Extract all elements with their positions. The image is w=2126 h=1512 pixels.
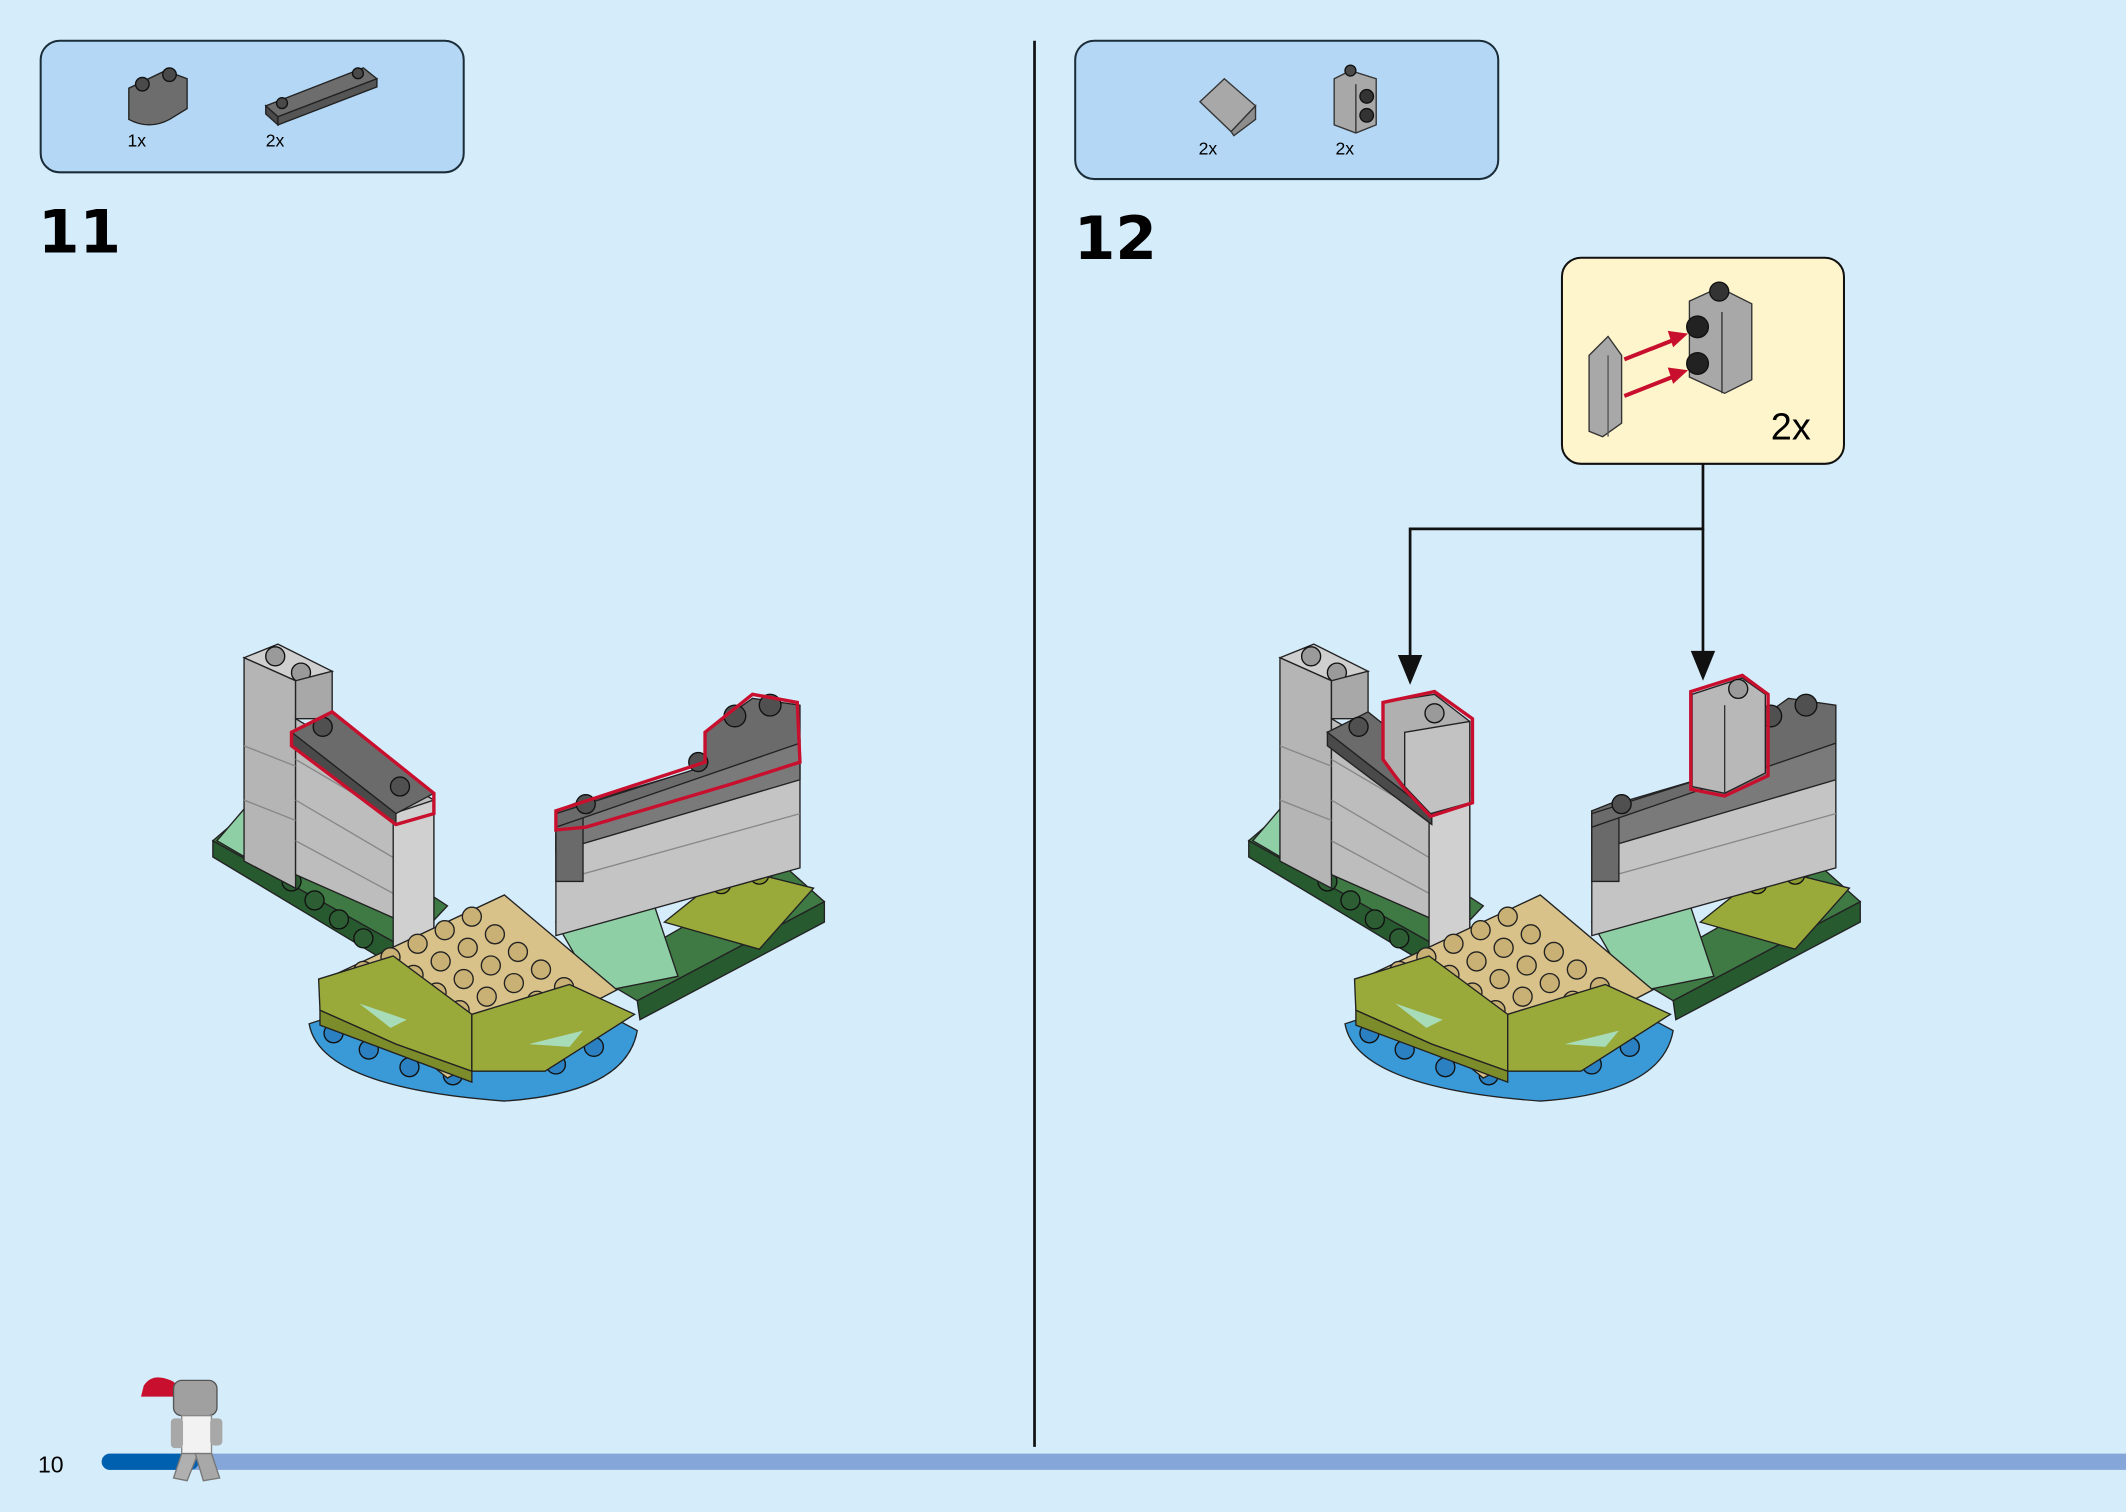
part-qty: 1x — [127, 131, 146, 151]
model-step-11 — [212, 643, 826, 1102]
page-number: 10 — [38, 1452, 64, 1478]
part-qty: 2x — [1199, 139, 1218, 159]
parts-box — [1074, 39, 1500, 181]
tile-slope-icon — [1198, 77, 1257, 137]
part-qty: 2x — [266, 131, 285, 151]
new-part-highlight — [289, 709, 436, 827]
step-number: 11 — [38, 198, 121, 267]
plate-1x4-icon — [264, 67, 379, 127]
model-step-12 — [1248, 643, 1861, 1102]
brick-studs-side-icon — [1333, 64, 1377, 134]
assembly-arrow — [1623, 373, 1677, 398]
tile-slope-part — [1588, 335, 1623, 438]
knight-minifigure-icon — [141, 1377, 223, 1482]
new-part-highlight — [554, 692, 802, 832]
arrow-down-icon — [1690, 650, 1716, 681]
round-brick-1x2-icon — [128, 67, 188, 126]
callout-qty: 2x — [1771, 406, 1811, 448]
step-12: 2x 2x 12 2x — [1074, 39, 1861, 1102]
brick-studs-side-part — [1688, 286, 1753, 395]
sub-assembly-callout: 2x — [1560, 256, 1845, 465]
step-11: 1x 2x 11 — [38, 39, 826, 1102]
step-number: 12 — [1074, 205, 1157, 274]
assembly-arrow — [1623, 337, 1677, 362]
part-qty: 2x — [1336, 139, 1355, 159]
arrow-down-icon — [1397, 654, 1423, 685]
new-part-left — [1381, 689, 1475, 819]
new-part-right — [1689, 673, 1770, 798]
callout-leader-lines — [1408, 463, 1705, 658]
parts-box — [39, 39, 465, 174]
